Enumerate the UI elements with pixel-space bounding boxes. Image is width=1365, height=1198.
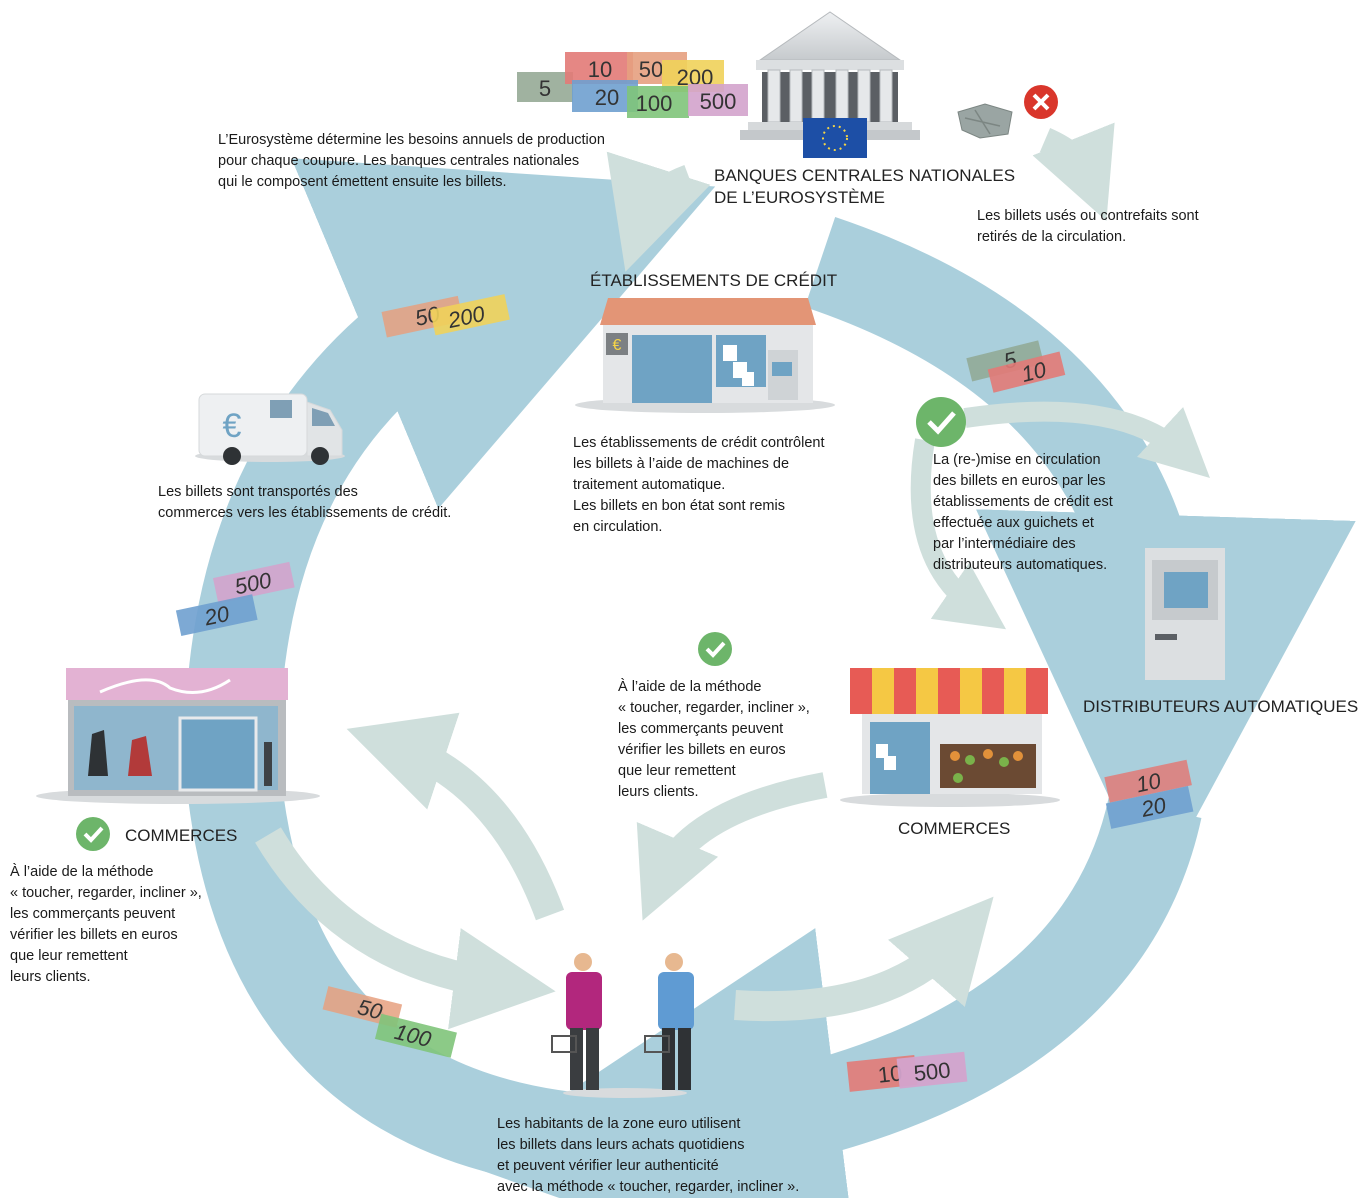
- eu-flag-icon: [803, 118, 867, 158]
- svg-text:500: 500: [700, 89, 737, 114]
- heading-credit-institutions: ÉTABLISSEMENTS DE CRÉDIT: [590, 271, 838, 290]
- bill-5: 5: [517, 72, 573, 102]
- bill-500: 500: [688, 84, 748, 116]
- text-transport: Les billets sont transportés des commerc…: [158, 484, 452, 521]
- svg-text:500: 500: [913, 1057, 952, 1086]
- svg-text:50: 50: [639, 57, 663, 82]
- bill-100: 100: [627, 86, 689, 118]
- basket-icon: [644, 1035, 670, 1053]
- svg-text:5: 5: [539, 76, 551, 101]
- heading-shops-left: COMMERCES: [125, 826, 238, 845]
- credit-institution-building: €: [575, 298, 835, 413]
- svg-text:100: 100: [636, 91, 673, 116]
- heading-shops-right: COMMERCES: [898, 819, 1011, 838]
- euro-sign-icon: €: [223, 407, 242, 445]
- svg-text:20: 20: [201, 601, 232, 631]
- text-merchants-left: À l’aide de la méthode « toucher, regard…: [10, 864, 202, 985]
- svg-text:20: 20: [1138, 792, 1169, 822]
- text-withdrawn: Les billets usés ou contrefaits sont ret…: [977, 208, 1199, 245]
- shoppers: [551, 953, 694, 1098]
- check-icon-recirculation: [916, 397, 966, 447]
- heading-atms: DISTRIBUTEURS AUTOMATIQUES: [1083, 697, 1359, 716]
- clothing-shop: [36, 668, 320, 804]
- atm-machine: [1145, 548, 1225, 680]
- grocery-shop: [840, 668, 1060, 807]
- reject-icon: [1024, 85, 1058, 119]
- text-eurosystem: L’Eurosystème détermine les besoins annu…: [218, 132, 605, 190]
- svg-text:10: 10: [588, 57, 612, 82]
- text-residents: Les habitants de la zone euro utilisent …: [497, 1116, 800, 1195]
- bill-10: 10: [987, 351, 1066, 393]
- crumpled-bill-icon: [957, 103, 1013, 139]
- bill-20: 20: [1105, 786, 1194, 829]
- bill-500: 500: [896, 1051, 968, 1089]
- check-icon-merchants-center: [698, 632, 732, 666]
- flow-arrows: [255, 122, 1210, 1030]
- bill-10: 10: [565, 52, 633, 84]
- text-credit-check: Les établissements de crédit contrôlent …: [573, 435, 825, 535]
- svg-text:20: 20: [595, 85, 619, 110]
- text-recirculation: La (re-)mise en circulation des billets …: [933, 452, 1113, 573]
- check-icon-merchants-left: [76, 817, 110, 851]
- central-bank-building: [740, 11, 920, 158]
- heading-central-banks: BANQUES CENTRALES NATIONALES DE L’EUROSY…: [714, 166, 1016, 207]
- bill-20: 20: [175, 594, 258, 636]
- basket-icon: [551, 1035, 577, 1053]
- euro-sign-icon: €: [613, 337, 622, 354]
- text-merchants-center: À l’aide de la méthode « toucher, regard…: [618, 679, 810, 800]
- cash-van: €: [195, 393, 345, 465]
